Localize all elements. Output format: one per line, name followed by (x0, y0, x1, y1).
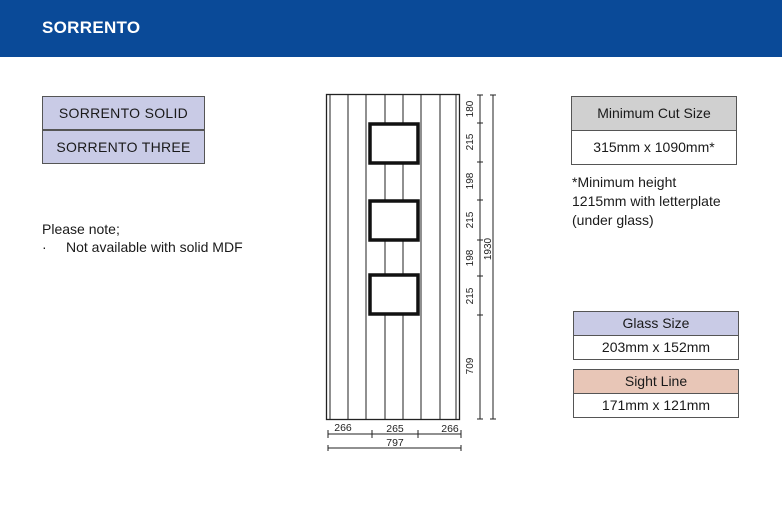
dim-label-709: 709 (465, 357, 476, 374)
horizontal-dimension-line (327, 430, 462, 438)
total-width-line (327, 445, 462, 451)
dim-label-266-right: 266 (441, 423, 459, 435)
min-cut-size-box: Minimum Cut Size 315mm x 1090mm* (571, 96, 737, 165)
note-item-text: Not available with solid MDF (66, 239, 243, 255)
dim-label-797: 797 (386, 437, 404, 449)
bullet-icon: · (42, 239, 47, 255)
glass-size-label: Glass Size (574, 312, 738, 336)
glass-size-value: 203mm x 152mm (574, 336, 738, 359)
min-cut-size-value: 315mm x 1090mm* (593, 139, 715, 155)
dim-label-266-left: 266 (334, 422, 352, 434)
glass-pane-1 (368, 122, 420, 165)
min-cut-footnote: *Minimum height 1215mm with letterplate … (572, 174, 721, 228)
note-title: Please note; (42, 221, 120, 237)
door-diagram: 180 215 198 215 198 215 709 1930 266 265… (325, 93, 496, 451)
total-height-line (490, 94, 496, 420)
vertical-dimension-line (477, 94, 483, 420)
min-cut-size-label: Minimum Cut Size (572, 97, 736, 131)
glass-pane-2 (368, 199, 420, 242)
dim-label-1930: 1930 (483, 237, 494, 260)
note-item: · Not available with solid MDF (42, 239, 243, 255)
page-title: SORRENTO (42, 18, 141, 37)
page-header: SORRENTO (0, 0, 782, 57)
dim-label-265: 265 (386, 423, 404, 435)
glass-size-box: Glass Size 203mm x 152mm (573, 311, 739, 360)
dim-label-215: 215 (465, 287, 476, 304)
dim-label-215: 215 (465, 211, 476, 228)
dim-label-198: 198 (465, 172, 476, 189)
dim-label-215: 215 (465, 133, 476, 150)
sight-line-box: Sight Line 171mm x 121mm (573, 369, 739, 418)
dim-label-198: 198 (465, 249, 476, 266)
variant-sorrento-three[interactable]: SORRENTO THREE (42, 130, 205, 164)
variant-label: SORRENTO THREE (56, 139, 191, 155)
glass-pane-3 (368, 273, 420, 316)
sight-line-value: 171mm x 121mm (574, 394, 738, 417)
dim-label-180: 180 (465, 100, 476, 117)
sight-line-label: Sight Line (574, 370, 738, 394)
variant-sorrento-solid[interactable]: SORRENTO SOLID (42, 96, 205, 130)
variant-label: SORRENTO SOLID (58, 105, 189, 121)
